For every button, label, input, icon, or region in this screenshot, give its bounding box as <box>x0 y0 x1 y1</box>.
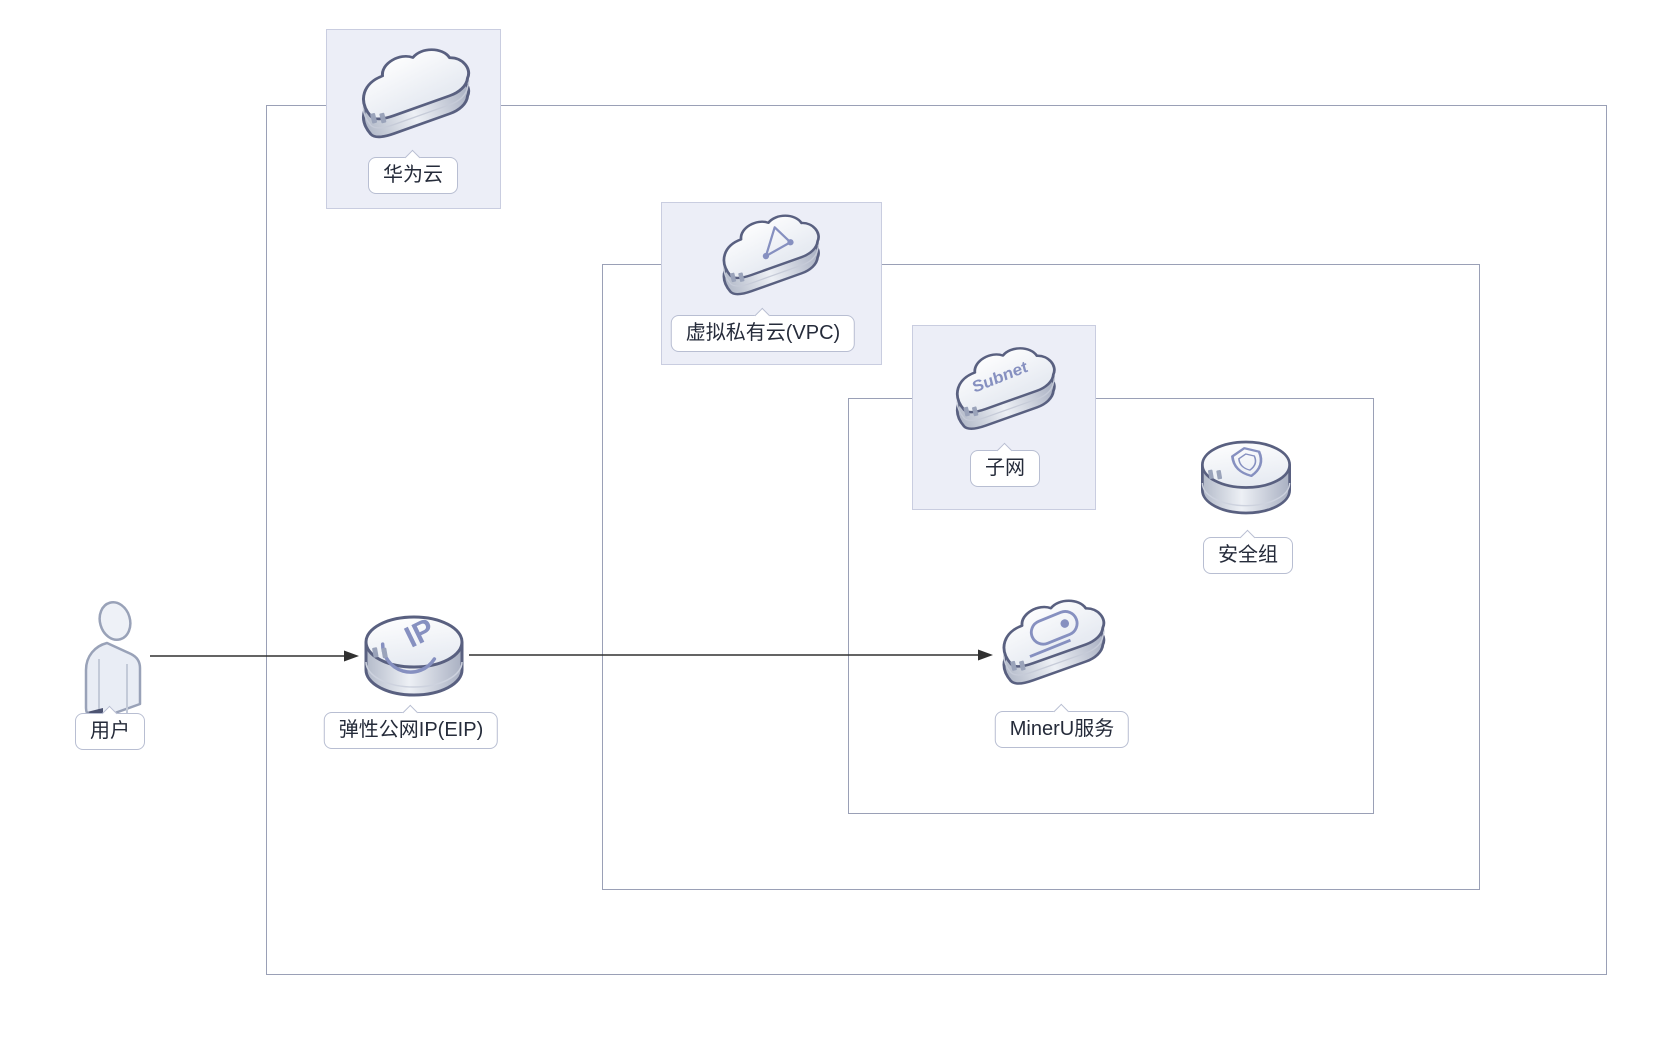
window-dashes <box>372 647 388 659</box>
huawei-cloud-label: 华为云 <box>368 157 458 194</box>
subnet-label: 子网 <box>970 450 1040 487</box>
huawei-cloud-region-box <box>266 105 1607 975</box>
server-pill-glyph <box>1029 610 1079 658</box>
security-group-label: 安全组 <box>1203 537 1293 574</box>
eip-label: 弹性公网IP(EIP) <box>323 712 499 749</box>
user-label: 用户 <box>75 713 145 750</box>
shield-glyph <box>1231 447 1263 478</box>
window-dashes <box>370 112 387 124</box>
window-dashes <box>729 272 745 283</box>
security-group-cylinder-icon <box>1201 440 1291 515</box>
vpc-triangle-glyph <box>762 226 794 260</box>
mineru-service-cloud-icon <box>989 588 1113 690</box>
subnet-cloud-icon: Subnet <box>943 335 1063 435</box>
window-dashes <box>963 406 979 417</box>
vpc-region-box <box>602 264 1480 890</box>
vpc-cloud-icon <box>710 203 827 300</box>
mineru-service-label: MinerU服务 <box>994 711 1130 748</box>
window-dashes <box>1010 660 1026 671</box>
subnet-region-box <box>848 398 1374 814</box>
vpc-label: 虚拟私有云(VPC) <box>670 315 856 352</box>
window-dashes <box>1207 469 1223 480</box>
huawei-cloud-icon <box>348 36 478 143</box>
eip-cylinder-icon: IP <box>364 612 464 697</box>
user-person-icon <box>84 601 142 720</box>
